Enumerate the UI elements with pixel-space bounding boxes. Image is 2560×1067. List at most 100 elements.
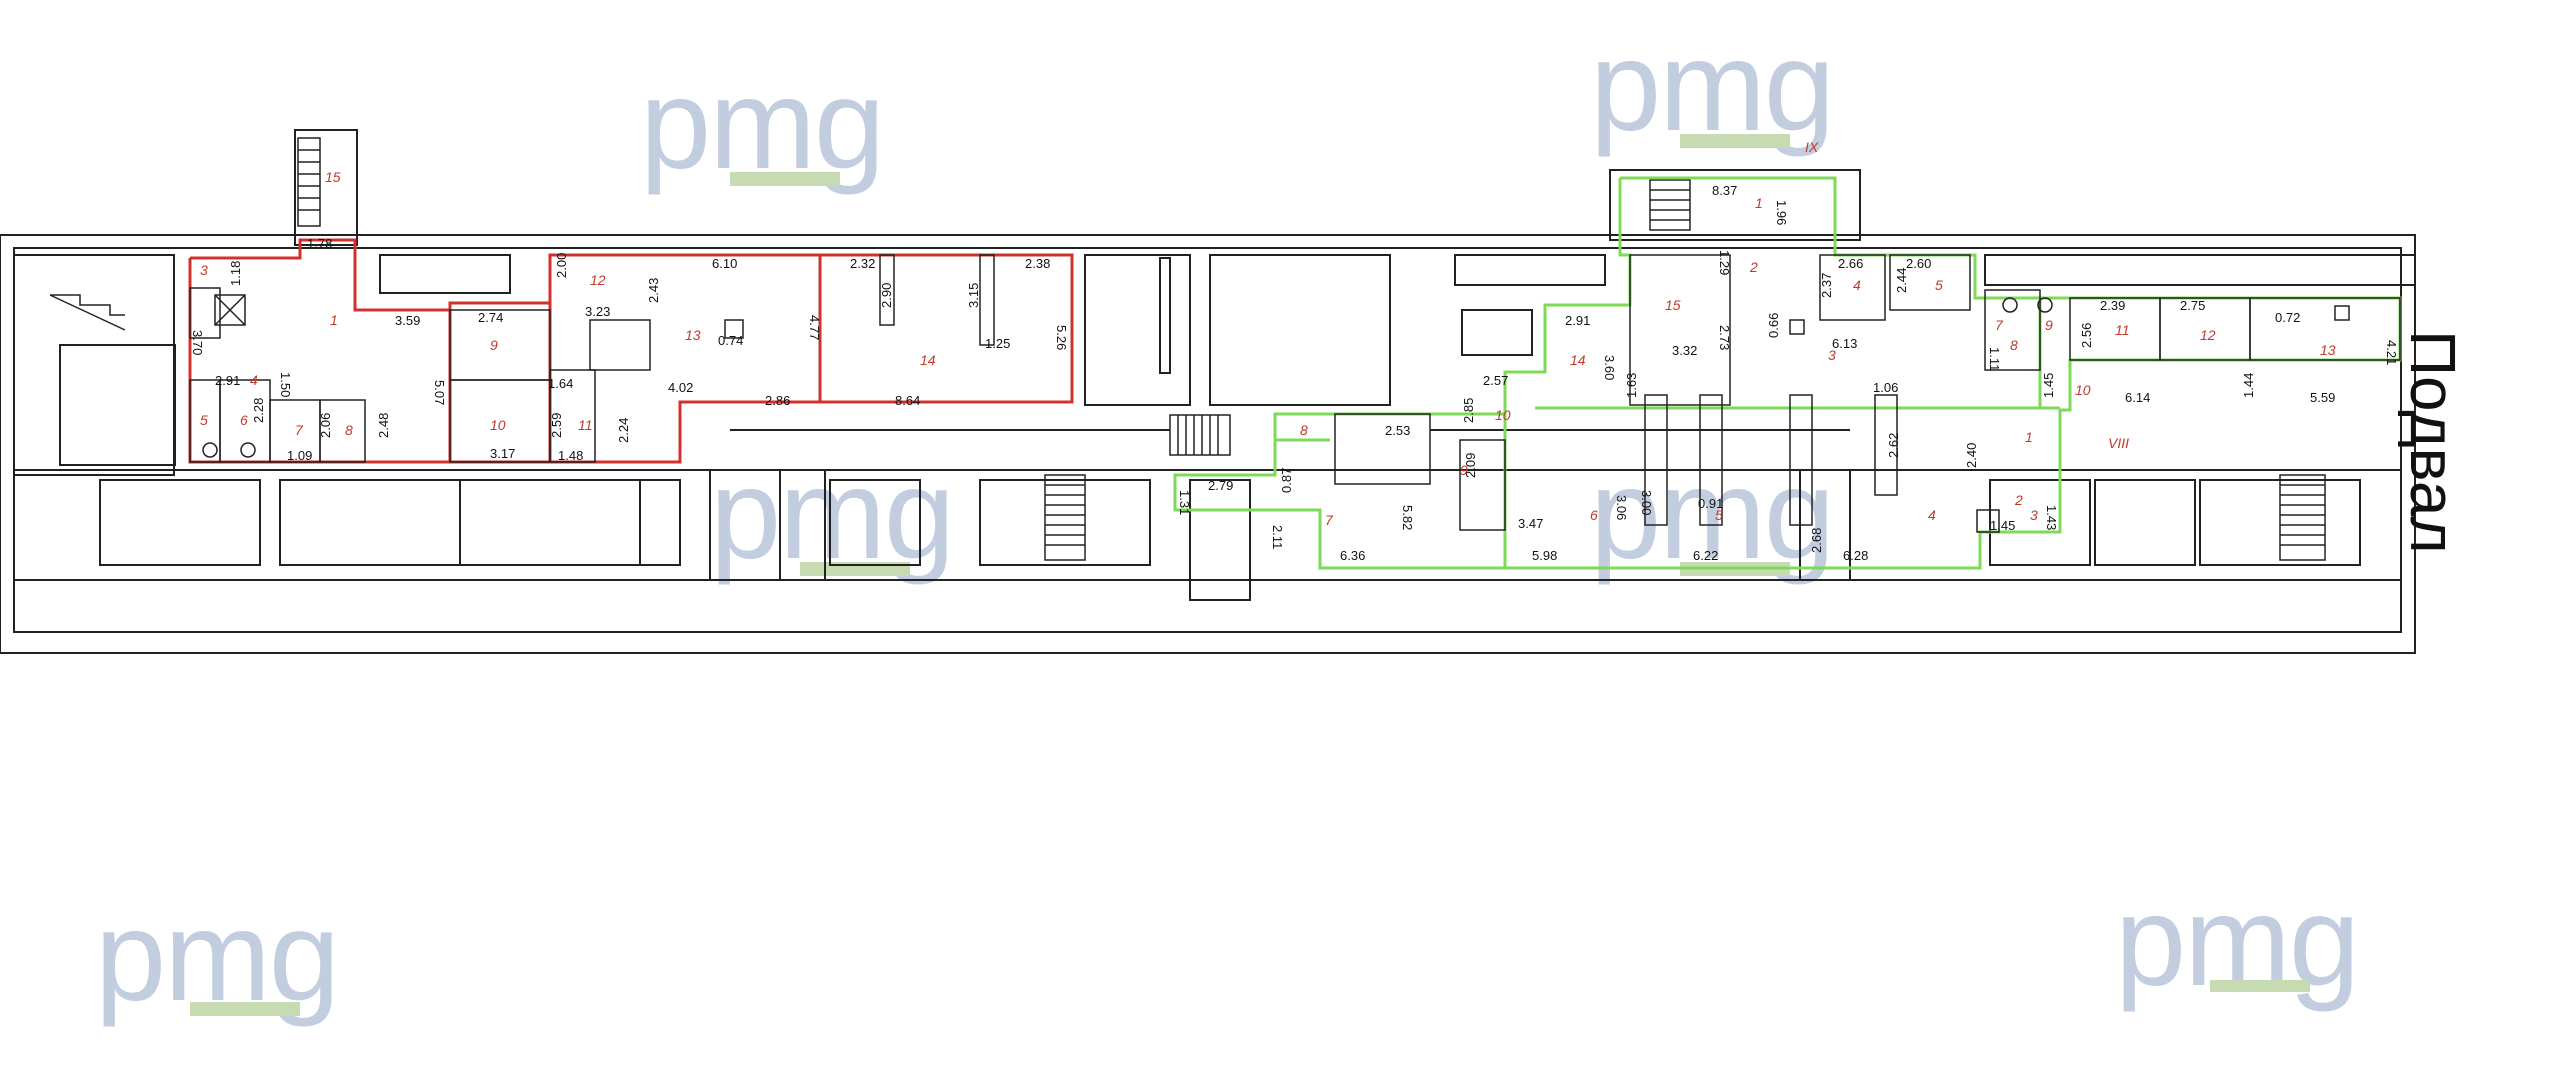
svg-text:4: 4 bbox=[1853, 277, 1861, 293]
svg-text:1.64: 1.64 bbox=[548, 376, 573, 391]
svg-text:10: 10 bbox=[1495, 407, 1511, 423]
svg-text:6.22: 6.22 bbox=[1693, 548, 1718, 563]
svg-text:2.73: 2.73 bbox=[1717, 325, 1732, 350]
watermark-bottom-right: pmg bbox=[2115, 870, 2360, 1013]
svg-text:10: 10 bbox=[2075, 382, 2091, 398]
svg-text:9: 9 bbox=[490, 337, 498, 353]
svg-text:7: 7 bbox=[1995, 317, 2004, 333]
red-zone-interior bbox=[189, 254, 995, 463]
svg-text:4.77: 4.77 bbox=[807, 315, 822, 340]
svg-text:2.39: 2.39 bbox=[2100, 298, 2125, 313]
svg-text:1.09: 1.09 bbox=[287, 448, 312, 463]
svg-text:5.59: 5.59 bbox=[2310, 390, 2335, 405]
svg-text:2.43: 2.43 bbox=[646, 278, 661, 303]
svg-text:2.48: 2.48 bbox=[376, 413, 391, 438]
svg-text:2.11: 2.11 bbox=[1270, 525, 1285, 549]
watermark-bottom-left: pmg bbox=[95, 885, 340, 1028]
svg-text:1.96: 1.96 bbox=[1774, 200, 1789, 225]
svg-text:6.36: 6.36 bbox=[1340, 548, 1365, 563]
svg-text:15: 15 bbox=[1665, 297, 1681, 313]
svg-text:12: 12 bbox=[2200, 327, 2216, 343]
svg-text:5: 5 bbox=[1935, 277, 1943, 293]
left-dimensions: 1.78 1.18 3.59 3.70 2.91 1.50 2.28 1.09 … bbox=[190, 236, 1069, 463]
svg-text:2.74: 2.74 bbox=[478, 310, 503, 325]
svg-text:1.06: 1.06 bbox=[1873, 380, 1898, 395]
svg-text:6.13: 6.13 bbox=[1832, 336, 1857, 351]
svg-text:2: 2 bbox=[1749, 259, 1758, 275]
svg-text:14: 14 bbox=[920, 352, 936, 368]
svg-text:4: 4 bbox=[1928, 507, 1936, 523]
svg-text:1.45: 1.45 bbox=[2041, 373, 2056, 398]
svg-text:2.57: 2.57 bbox=[1483, 373, 1508, 388]
svg-text:5.98: 5.98 bbox=[1532, 548, 1557, 563]
svg-text:VIII: VIII bbox=[2108, 435, 2129, 451]
svg-text:2.44: 2.44 bbox=[1894, 268, 1909, 293]
svg-text:2.66: 2.66 bbox=[1838, 256, 1863, 271]
svg-text:2.91: 2.91 bbox=[215, 373, 240, 388]
svg-text:1: 1 bbox=[1755, 195, 1763, 211]
svg-text:8.64: 8.64 bbox=[895, 393, 920, 408]
svg-text:3.15: 3.15 bbox=[966, 283, 981, 308]
svg-text:6: 6 bbox=[240, 412, 248, 428]
svg-text:10: 10 bbox=[490, 417, 506, 433]
svg-text:2.68: 2.68 bbox=[1809, 528, 1824, 553]
svg-text:3: 3 bbox=[2030, 507, 2038, 523]
svg-text:3.59: 3.59 bbox=[395, 313, 420, 328]
svg-text:8: 8 bbox=[345, 422, 353, 438]
watermark-top-left: pmg bbox=[640, 53, 885, 196]
svg-text:1.11: 1.11 bbox=[1987, 347, 2002, 371]
svg-text:5: 5 bbox=[200, 412, 208, 428]
svg-text:1.78: 1.78 bbox=[307, 236, 332, 251]
svg-text:1.18: 1.18 bbox=[228, 261, 243, 286]
svg-text:1.50: 1.50 bbox=[278, 372, 293, 397]
floor-title: Подвал bbox=[2397, 330, 2469, 554]
svg-text:2.38: 2.38 bbox=[1025, 256, 1050, 271]
right-dimensions: 8.37 1.96 1.29 2.66 2.60 2.37 2.44 6.13 … bbox=[1177, 183, 2399, 563]
svg-text:9: 9 bbox=[2045, 317, 2053, 333]
svg-text:1: 1 bbox=[2025, 429, 2033, 445]
svg-text:2.85: 2.85 bbox=[1461, 398, 1476, 423]
svg-text:1: 1 bbox=[330, 312, 338, 328]
svg-text:8: 8 bbox=[1300, 422, 1308, 438]
svg-text:2.59: 2.59 bbox=[549, 413, 564, 438]
svg-text:5: 5 bbox=[1715, 507, 1723, 523]
svg-text:12: 12 bbox=[590, 272, 606, 288]
svg-text:4: 4 bbox=[250, 372, 258, 388]
svg-text:1.43: 1.43 bbox=[2044, 505, 2059, 530]
svg-text:3.32: 3.32 bbox=[1672, 343, 1697, 358]
svg-text:2.53: 2.53 bbox=[1385, 423, 1410, 438]
svg-text:11: 11 bbox=[578, 417, 593, 433]
svg-text:3.60: 3.60 bbox=[1602, 355, 1617, 380]
watermark-middle-left: pmg bbox=[710, 443, 955, 586]
svg-text:3.23: 3.23 bbox=[585, 304, 610, 319]
svg-text:1.29: 1.29 bbox=[1717, 250, 1732, 275]
svg-text:6.10: 6.10 bbox=[712, 256, 737, 271]
svg-text:0.87: 0.87 bbox=[1279, 468, 1294, 493]
svg-text:9: 9 bbox=[1460, 462, 1468, 478]
right-room-numbers: IX 1 1 2 2 3 3 4 4 5 5 6 7 7 8 8 9 9 10 … bbox=[1300, 139, 2336, 528]
svg-text:4.02: 4.02 bbox=[668, 380, 693, 395]
svg-text:2.86: 2.86 bbox=[765, 393, 790, 408]
svg-text:2.90: 2.90 bbox=[879, 283, 894, 308]
svg-text:6: 6 bbox=[1590, 507, 1598, 523]
svg-text:3: 3 bbox=[1828, 347, 1836, 363]
svg-text:3: 3 bbox=[200, 262, 208, 278]
svg-text:1.31: 1.31 bbox=[1177, 490, 1192, 515]
svg-text:5.82: 5.82 bbox=[1400, 505, 1415, 530]
svg-text:15: 15 bbox=[325, 169, 341, 185]
svg-text:2.28: 2.28 bbox=[251, 398, 266, 423]
svg-text:13: 13 bbox=[685, 327, 701, 343]
svg-text:3.70: 3.70 bbox=[190, 330, 205, 355]
svg-text:0.66: 0.66 bbox=[1766, 313, 1781, 338]
svg-text:6.28: 6.28 bbox=[1843, 548, 1868, 563]
svg-text:2.37: 2.37 bbox=[1819, 273, 1834, 298]
svg-text:3.47: 3.47 bbox=[1518, 516, 1543, 531]
stairs bbox=[49, 137, 2326, 561]
svg-text:7: 7 bbox=[295, 422, 304, 438]
svg-text:2.06: 2.06 bbox=[318, 413, 333, 438]
svg-text:1.44: 1.44 bbox=[2241, 373, 2256, 398]
svg-text:2.60: 2.60 bbox=[1906, 256, 1931, 271]
svg-text:3.00: 3.00 bbox=[1639, 490, 1654, 515]
svg-text:2.91: 2.91 bbox=[1565, 313, 1590, 328]
